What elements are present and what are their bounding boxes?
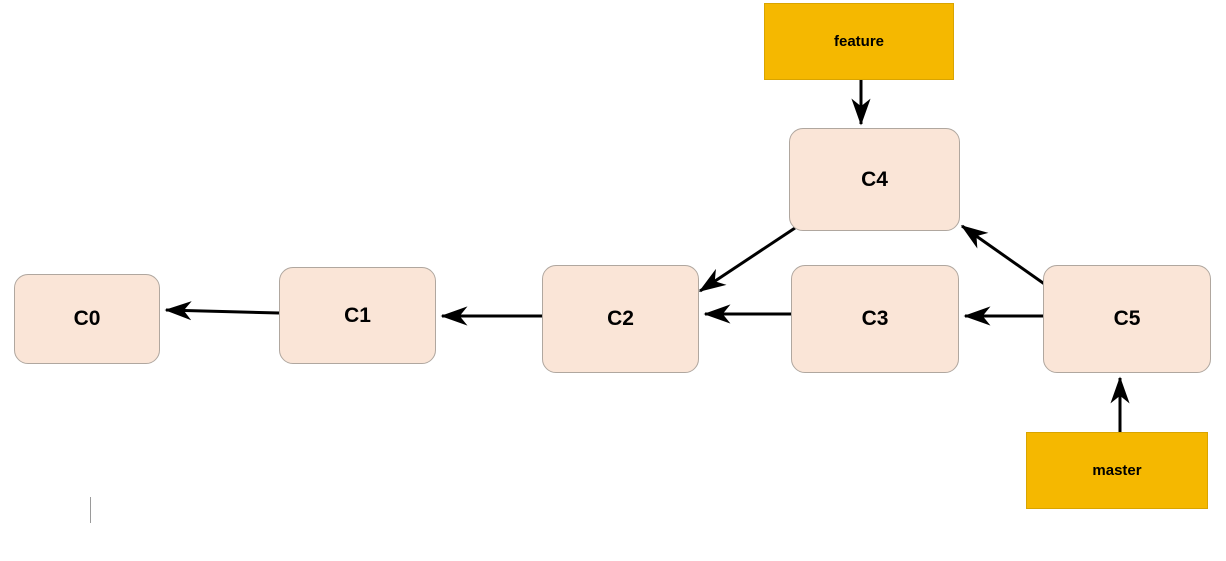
commit-node-c2[interactable]: C2 <box>542 265 699 373</box>
commit-label: C5 <box>1113 307 1141 330</box>
commit-label: C4 <box>861 167 888 191</box>
commit-node-c3[interactable]: C3 <box>791 265 959 373</box>
edge-c1-c0 <box>164 301 280 321</box>
text-cursor <box>90 497 91 523</box>
branch-label-text: feature <box>833 33 885 50</box>
edge-c4-c2 <box>698 226 796 293</box>
commit-node-c5[interactable]: C5 <box>1043 265 1211 373</box>
commit-label: C3 <box>861 307 889 330</box>
branch-label-text: master <box>1092 462 1142 479</box>
branch-label-feature[interactable]: feature <box>764 3 954 80</box>
branch-label-master[interactable]: master <box>1026 432 1208 509</box>
commit-node-c0[interactable]: C0 <box>14 274 160 364</box>
commit-node-c1[interactable]: C1 <box>279 267 436 364</box>
commit-label: C0 <box>73 307 101 330</box>
commit-label: C2 <box>607 307 634 330</box>
commit-label: C1 <box>344 303 371 327</box>
edge-c5-c4 <box>960 224 1054 292</box>
commit-node-c4[interactable]: C4 <box>789 128 960 231</box>
